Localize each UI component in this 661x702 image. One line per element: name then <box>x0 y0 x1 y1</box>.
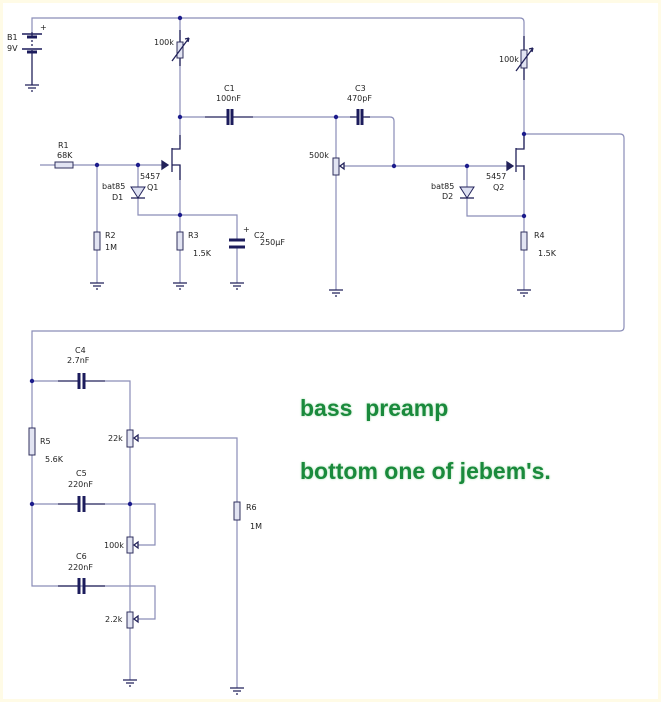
diode-d1 <box>130 186 146 199</box>
title-text: bass preamp <box>300 395 449 421</box>
c4-value: 2.7nF <box>67 356 90 365</box>
d1-label: D1 <box>112 193 123 202</box>
r2-label: R2 <box>105 231 116 240</box>
resistor-r5 <box>28 427 36 456</box>
trimmer-resistors <box>171 37 534 72</box>
vr2-value: 100k <box>499 55 519 64</box>
b1-label: B1 <box>7 33 18 42</box>
jfet-q2 <box>506 134 525 180</box>
pot-100k-label: 100k <box>104 541 124 550</box>
pot-100k <box>126 536 134 554</box>
diode-d2 <box>459 186 475 199</box>
c1-label: C1 <box>224 84 235 93</box>
resistors <box>28 161 528 521</box>
r2-value: 1M <box>105 243 117 252</box>
q2-label: Q2 <box>493 183 504 192</box>
r5-value: 5.6K <box>45 455 64 464</box>
capacitors <box>58 109 370 594</box>
c3-label: C3 <box>355 84 366 93</box>
r6-label: R6 <box>246 503 257 512</box>
r1-label: R1 <box>58 141 69 150</box>
resistor-r4 <box>520 231 528 251</box>
schematic-sheet <box>3 3 658 699</box>
c2-label: C2 <box>254 231 265 240</box>
pot-22k-label: 22k <box>108 434 123 443</box>
r1-value: 68K <box>57 151 73 160</box>
battery-plus-label: + <box>40 23 47 32</box>
c6-value: 220nF <box>68 563 93 572</box>
r4-value: 1.5K <box>538 249 557 258</box>
junction-nodes <box>29 15 527 507</box>
d2-label: D2 <box>442 192 453 201</box>
c4-label: C4 <box>75 346 86 355</box>
jfet-q1 <box>161 135 181 180</box>
resistor-r3 <box>176 231 184 251</box>
d2-type: bat85 <box>431 182 454 191</box>
pot-22k <box>126 429 134 448</box>
c2-value: 250µF <box>260 238 285 247</box>
c1-value: 100nF <box>216 94 241 103</box>
pot-500k-label: 500k <box>309 151 329 160</box>
resistor-r2 <box>93 231 101 251</box>
c3-value: 470pF <box>347 94 372 103</box>
vr1-value: 100k <box>154 38 174 47</box>
q1-label: Q1 <box>147 183 158 192</box>
d1-type: bat85 <box>102 182 125 191</box>
pot-2-2k-label: 2.2k <box>105 615 123 624</box>
potentiometers <box>126 157 345 629</box>
q2-type: 5457 <box>486 172 506 181</box>
b1-value: 9V <box>7 44 18 53</box>
wires <box>31 17 625 688</box>
r3-label: R3 <box>188 231 199 240</box>
component-labels: + B1 9V 100k 100k C1 100nF C3 470pF R1 6… <box>7 23 557 624</box>
r5-label: R5 <box>40 437 51 446</box>
resistor-r1 <box>54 161 74 169</box>
resistor-r6 <box>233 501 241 521</box>
pot-2-2k <box>126 611 134 629</box>
r6-value: 1M <box>250 522 262 531</box>
r4-label: R4 <box>534 231 545 240</box>
ground-symbols <box>25 84 531 695</box>
r3-value: 1.5K <box>193 249 212 258</box>
battery-b1 <box>22 33 42 54</box>
pot-500k <box>332 157 340 176</box>
c5-label: C5 <box>76 469 87 478</box>
c2-plus: + <box>243 225 250 234</box>
c5-value: 220nF <box>68 480 93 489</box>
q1-type: 5457 <box>140 172 160 181</box>
c6-label: C6 <box>76 552 87 561</box>
subtitle-text: bottom one of jebem's. <box>300 458 551 484</box>
